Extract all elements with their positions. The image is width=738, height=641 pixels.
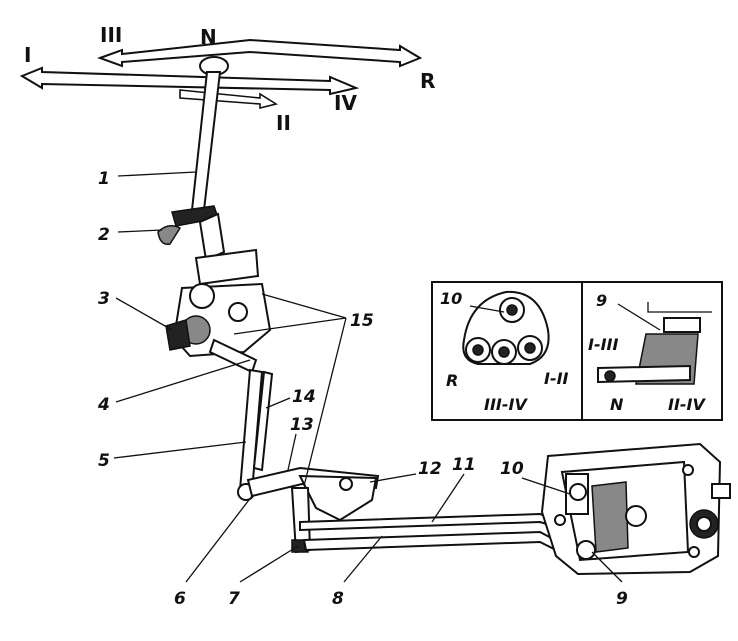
part-number-14: 14 <box>292 387 316 407</box>
inset-left-selector <box>462 290 550 365</box>
shift-axis-arrow-i-iv <box>19 66 360 96</box>
inset-left-gate-1-2-label: I-II <box>544 369 569 388</box>
inset-right-gate-1-3-label: I-III <box>588 335 619 354</box>
gear-label-n: N <box>200 25 217 49</box>
part-number-6: 6 <box>174 589 186 609</box>
gear-label-r: R <box>420 69 435 93</box>
leader-lines <box>113 171 623 583</box>
part-number-11: 11 <box>452 455 476 475</box>
gear-label-i: I <box>24 43 31 67</box>
shift-lever-assembly <box>157 71 380 554</box>
part-number-9: 9 <box>616 589 628 609</box>
shift-axis-arrow-iii-r <box>97 38 423 68</box>
inset-left-gate-3-4-label: III-IV <box>484 395 528 414</box>
part-number-4: 4 <box>97 395 110 415</box>
part-number-7: 7 <box>228 589 240 609</box>
part-number-10: 10 <box>500 459 524 479</box>
part-number-15: 15 <box>350 311 374 331</box>
shift-arrow-ii <box>179 89 279 110</box>
inset-right-gate-2-4-label: II-IV <box>668 395 707 414</box>
inset-right-part-label: 9 <box>596 291 607 310</box>
part-number-3: 3 <box>98 289 110 309</box>
part-number-12: 12 <box>418 459 442 479</box>
inset-right-neutral-label: N <box>610 395 624 414</box>
inset-shift-positions: 10 R I-II III-IV 9 I-III N II-IV <box>431 281 723 421</box>
shift-rods <box>299 512 572 558</box>
part-number-2: 2 <box>98 225 110 245</box>
part-number-1: 1 <box>98 169 110 189</box>
part-number-8: 8 <box>332 589 344 609</box>
inset-left-reverse-label: R <box>446 371 458 390</box>
shift-pattern <box>19 38 423 110</box>
inset-left-part-label: 10 <box>440 289 462 308</box>
gearbox-housing <box>540 442 731 576</box>
gear-label-ii: II <box>276 111 291 135</box>
part-number-5: 5 <box>98 451 110 471</box>
inset-right-fork <box>597 302 712 385</box>
gear-label-iii: III <box>100 23 122 47</box>
part-number-13: 13 <box>290 415 314 435</box>
gear-label-iv: IV <box>334 91 357 115</box>
